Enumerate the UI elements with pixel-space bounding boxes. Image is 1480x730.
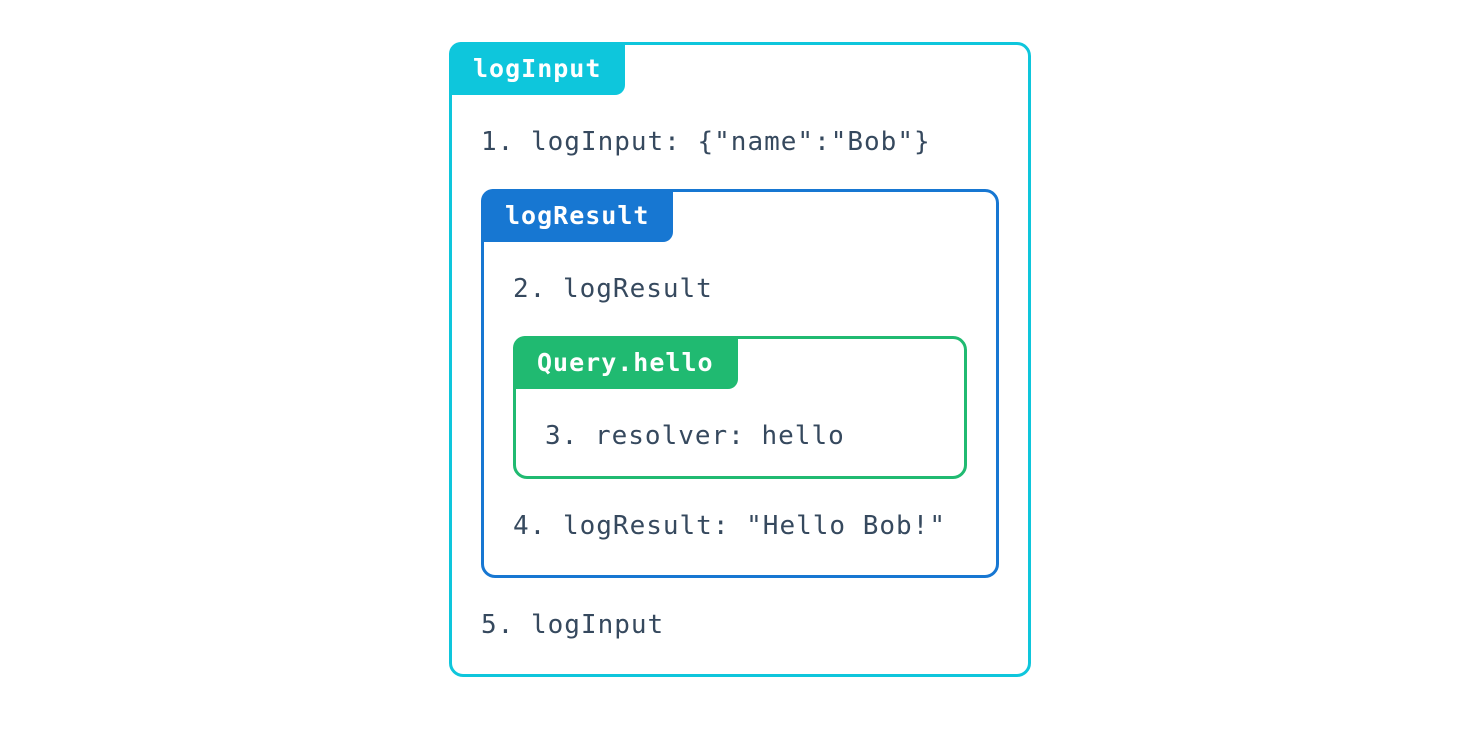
log-line-5: 5. logInput [481,610,665,640]
box-query-hello-label: Query.hello [513,336,738,389]
log-line-3: 3. resolver: hello [545,421,845,451]
log-line-4: 4. logResult: "Hello Bob!" [513,511,946,541]
box-log-result: logResult 2. logResult Query.hello 3. re… [481,189,999,578]
box-log-input-label: logInput [449,42,626,95]
box-log-input: logInput 1. logInput: {"name":"Bob"} log… [449,42,1031,677]
box-query-hello: Query.hello 3. resolver: hello [513,336,967,479]
log-line-1: 1. logInput: {"name":"Bob"} [481,127,931,157]
log-line-2: 2. logResult [513,274,713,304]
box-log-result-label: logResult [481,189,674,242]
